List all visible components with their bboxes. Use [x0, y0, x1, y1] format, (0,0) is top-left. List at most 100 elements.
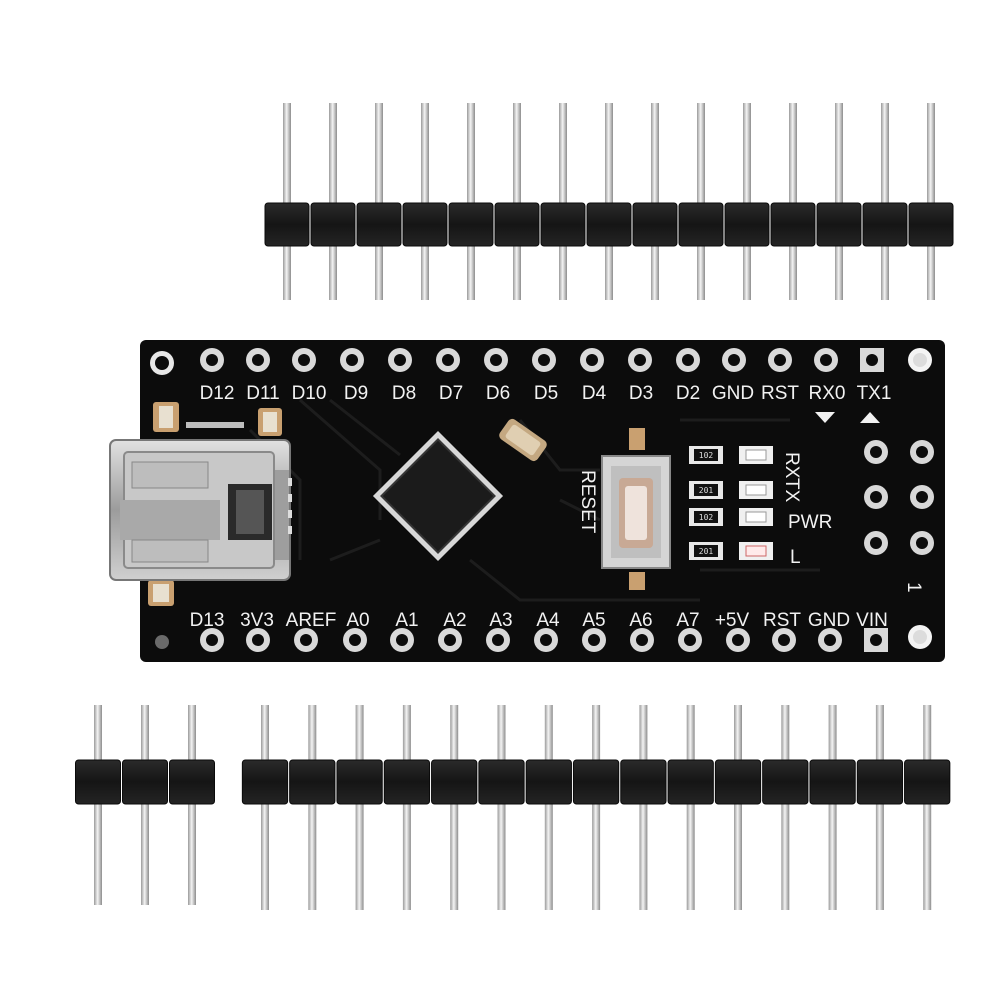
- smd-code: 201: [699, 547, 714, 556]
- pin-label: A7: [676, 610, 699, 631]
- pin-pad-hole: [732, 634, 744, 646]
- header-pin: [329, 103, 337, 300]
- header-pin: [789, 103, 797, 300]
- header-spacer: [122, 759, 168, 805]
- header-spacer: [714, 759, 762, 805]
- pin-pad-hole: [540, 634, 552, 646]
- pin-label: D7: [439, 383, 463, 404]
- reset-label: RESET: [577, 470, 598, 534]
- pin-label: D3: [629, 383, 653, 404]
- pin-pad-hole: [774, 354, 786, 366]
- pin-pad-hole: [394, 354, 406, 366]
- icsp-header-pads: [864, 440, 934, 555]
- header-pin: [375, 103, 383, 300]
- pin-label: RX0: [809, 383, 846, 404]
- header-pin: [94, 705, 102, 905]
- top-pin-labels: D12 D11 D10 D9 D8 D7 D6 D5 D4 D3 D2 GND …: [200, 383, 892, 404]
- pin-pad-hole: [682, 354, 694, 366]
- bottom-pin-pads: [200, 628, 888, 652]
- header-pin: [450, 705, 459, 910]
- nano-board: D12 D11 D10 D9 D8 D7 D6 D5 D4 D3 D2 GND …: [109, 340, 945, 662]
- pin-pad-hole: [870, 634, 882, 646]
- smd-resistors: 102 201 102 201: [689, 446, 723, 560]
- pin-pad-hole: [588, 634, 600, 646]
- header-pin: [308, 705, 317, 910]
- pin-pad-hole: [442, 354, 454, 366]
- pin-pad-hole: [684, 634, 696, 646]
- led-label-tx: TX: [781, 478, 802, 503]
- pin-pad-hole: [396, 634, 408, 646]
- header-pin: [355, 705, 364, 910]
- header-spacer: [856, 759, 904, 805]
- led-label-pwr: PWR: [788, 512, 832, 533]
- crystal-oscillator: [499, 418, 547, 462]
- header-spacer: [816, 202, 862, 247]
- header-pin: [639, 705, 648, 910]
- header-pin: [188, 705, 196, 905]
- pin-label: D5: [534, 383, 558, 404]
- pin-label: D8: [392, 383, 416, 404]
- mini-usb-connector: [109, 439, 292, 581]
- pin-label: A5: [582, 610, 605, 631]
- header-spacer: [75, 759, 121, 805]
- microcontroller-chip: [372, 430, 504, 562]
- pin-label: A3: [489, 610, 512, 631]
- icsp-pin1-marker: 1: [903, 582, 924, 593]
- reset-button[interactable]: [601, 428, 671, 590]
- header-pin: [651, 103, 659, 300]
- header-pin: [881, 103, 889, 300]
- header-pin: [927, 103, 935, 300]
- pin-pad-hole: [444, 634, 456, 646]
- smd-code: 201: [699, 486, 714, 495]
- pin-pad-hole: [538, 354, 550, 366]
- pin-pad-hole: [252, 354, 264, 366]
- pin-label: +5V: [715, 610, 750, 631]
- pin-pad-hole: [490, 354, 502, 366]
- led-label-rx: RX: [781, 452, 802, 479]
- pcb-traces: [248, 398, 820, 602]
- pin-pad-hole: [820, 354, 832, 366]
- pin-pad-hole: [636, 634, 648, 646]
- header-pin: [686, 705, 695, 910]
- pin-pad-hole: [300, 634, 312, 646]
- header-pin: [605, 103, 613, 300]
- header-spacer: [770, 202, 816, 247]
- pin-label: GND: [808, 610, 850, 631]
- tx-arrow-icon: [860, 412, 880, 423]
- header-pin: [781, 705, 790, 910]
- pin-label: RST: [763, 610, 801, 631]
- pin-pad-hole: [492, 634, 504, 646]
- header-spacer: [667, 759, 714, 805]
- mount-hole: [155, 635, 169, 649]
- pin-label: A6: [629, 610, 652, 631]
- rx-arrow-icon: [815, 412, 835, 423]
- header-pin: [734, 705, 742, 910]
- header-pin: [513, 103, 521, 300]
- header-pin: [559, 103, 567, 300]
- pin-pad-hole: [866, 354, 878, 366]
- pin-label: A4: [536, 610, 560, 631]
- pin-pad-hole: [586, 354, 598, 366]
- header-spacer: [678, 202, 724, 247]
- pin-label: AREF: [286, 610, 337, 631]
- header-pin: [743, 103, 751, 300]
- pin-label: A2: [443, 610, 466, 631]
- header-spacer: [762, 759, 809, 805]
- bottom-pin-labels: D13 3V3 AREF A0 A1 A2 A3 A4 A5 A6 A7 +5V…: [190, 610, 888, 631]
- header-pin: [283, 103, 291, 300]
- header-spacer: [724, 202, 770, 247]
- header-pin: [141, 705, 149, 905]
- header-spacer: [289, 759, 336, 805]
- pin-label: D4: [582, 383, 607, 404]
- pin-label: D6: [486, 383, 510, 404]
- pin-label: A0: [346, 610, 369, 631]
- header-pin: [402, 705, 411, 910]
- header-spacer: [586, 202, 632, 247]
- pin-label: D11: [246, 383, 279, 404]
- smd-code: 102: [699, 451, 714, 460]
- bottom-left-pin-header: [75, 705, 215, 905]
- pin-pad-hole: [728, 354, 740, 366]
- header-pin: [835, 103, 843, 300]
